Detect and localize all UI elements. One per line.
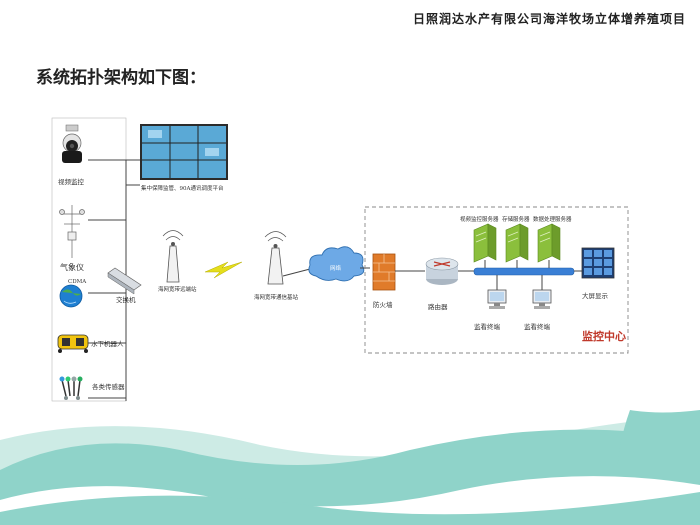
weather-station-icon bbox=[59, 205, 85, 258]
monitor-terminal-2-label: 监看终端 bbox=[524, 323, 550, 331]
video-server-label: 视频监控服务器 bbox=[460, 217, 499, 223]
big-screen-label: 大屏显示 bbox=[582, 292, 608, 300]
underwater-robot-icon bbox=[57, 334, 89, 353]
switch-label: 交换机 bbox=[116, 296, 136, 304]
network-label: 网络 bbox=[330, 266, 342, 272]
monitor-terminal-1-icon bbox=[487, 289, 507, 309]
control-center-frame bbox=[364, 206, 629, 354]
sensors-label: 各类传感器 bbox=[92, 383, 125, 391]
platform-label: 集中保障监管、90A通讯调度平台 bbox=[141, 186, 224, 192]
cdma-label: CDMA bbox=[68, 279, 87, 285]
base-station-antenna-icon bbox=[264, 231, 287, 285]
weather-station-label: 气象仪 bbox=[60, 263, 84, 272]
storage-server-label: 存储服务器 bbox=[502, 217, 530, 223]
firewall-icon bbox=[372, 253, 396, 291]
video-camera-icon bbox=[62, 124, 82, 163]
cdma-globe-icon bbox=[59, 284, 83, 308]
page-header-title: 日照润达水产有限公司海洋牧场立体增养殖项目 bbox=[412, 12, 686, 26]
wireless-link-icon bbox=[204, 261, 243, 279]
decorative-waves bbox=[0, 410, 700, 525]
sensors-icon bbox=[59, 376, 83, 400]
data-server-icon bbox=[537, 223, 561, 263]
section-heading: 系统拓扑架构如下图： bbox=[36, 68, 206, 88]
big-screen-icon bbox=[581, 247, 615, 279]
switch-icon bbox=[107, 267, 142, 295]
video-monitoring-label: 视频监控 bbox=[58, 178, 84, 186]
monitor-terminal-2-icon bbox=[532, 289, 552, 309]
video-server-icon bbox=[473, 223, 497, 263]
firewall-label: 防火墙 bbox=[373, 301, 393, 309]
monitoring-wall-icon bbox=[140, 124, 228, 180]
network-cloud-icon bbox=[308, 246, 365, 282]
base-station-label: 海网宽带通信基站 bbox=[254, 295, 299, 301]
base-to-network-line bbox=[282, 268, 311, 277]
data-server-label: 数据处理服务器 bbox=[533, 217, 572, 223]
storage-server-icon bbox=[505, 223, 529, 263]
terminal-station-antenna-icon bbox=[162, 230, 184, 283]
router-label: 路由器 bbox=[428, 303, 448, 311]
router-icon bbox=[425, 257, 459, 285]
terminal-station-label: 海网宽带远端站 bbox=[158, 287, 197, 293]
network-bus bbox=[473, 267, 575, 276]
underwater-robot-label: 水下机器人 bbox=[91, 340, 124, 348]
monitor-terminal-1-label: 监看终端 bbox=[474, 323, 500, 331]
control-center-label: 监控中心 bbox=[582, 330, 626, 343]
